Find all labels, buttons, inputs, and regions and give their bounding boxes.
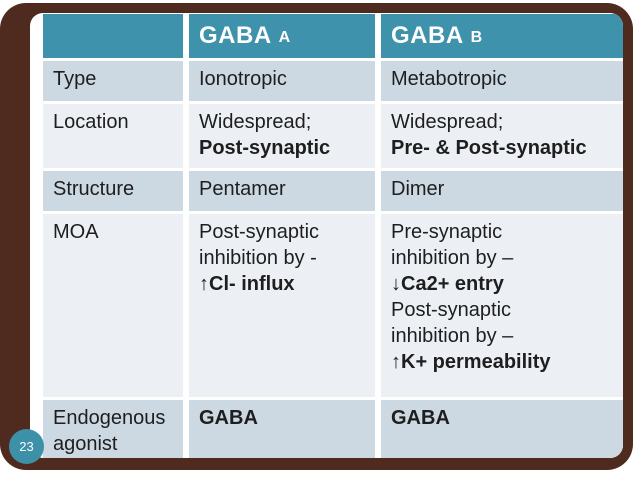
cell-line: GABA — [391, 407, 450, 429]
cell-line: ↓Ca2+ entry — [391, 273, 504, 295]
cell-structure-gaba-a: Pentamer — [189, 171, 375, 211]
cell-line: Pentamer — [199, 178, 286, 200]
cell-line: Widespread; — [199, 111, 312, 133]
header-subscript: B — [470, 28, 483, 46]
cell-line: ↑Cl- influx — [199, 273, 295, 295]
cell-endogenous-gaba-a: GABA — [189, 400, 375, 458]
header-title: GABA — [199, 22, 272, 49]
cell-line: Post-synaptic — [199, 221, 320, 243]
row-label-location: Location — [43, 104, 183, 168]
row-label-endogenous-agonist: Endogenous agonist — [43, 400, 183, 458]
cell-type-gaba-b: Metabotropic — [381, 61, 623, 101]
gaba-comparison-table: GABA A GABA B Type Ionotropic Metabotrop… — [43, 14, 623, 458]
header-cell-empty — [43, 14, 183, 58]
cell-line: Pre- & Post-synaptic — [391, 137, 587, 159]
header-subscript: A — [278, 28, 291, 46]
cell-line: Endogenous agonist — [53, 407, 166, 455]
page-number: 23 — [19, 439, 34, 454]
cell-line: Metabotropic — [391, 68, 507, 90]
cell-line: ↑K+ permeability — [391, 351, 551, 373]
cell-line: inhibition by - — [199, 247, 317, 269]
slide-content-area: GABA A GABA B Type Ionotropic Metabotrop… — [30, 13, 623, 458]
cell-line: Ionotropic — [199, 68, 287, 90]
row-label-type: Type — [43, 61, 183, 101]
cell-moa-gaba-a: Post-synaptic inhibition by - ↑Cl- influ… — [189, 214, 375, 397]
cell-line: Location — [53, 111, 129, 133]
cell-line: MOA — [53, 221, 99, 243]
cell-line: Post-synaptic — [199, 137, 331, 159]
cell-line: Structure — [53, 178, 135, 200]
cell-line: Post-synaptic — [391, 299, 512, 321]
cell-endogenous-gaba-b: GABA — [381, 400, 623, 458]
cell-structure-gaba-b: Dimer — [381, 171, 623, 211]
cell-line: GABA — [199, 407, 258, 429]
row-label-structure: Structure — [43, 171, 183, 211]
page-number-badge: 23 — [9, 429, 44, 464]
cell-type-gaba-a: Ionotropic — [189, 61, 375, 101]
cell-line: inhibition by – — [391, 247, 514, 269]
cell-line: Pre-synaptic — [391, 221, 503, 243]
cell-line: inhibition by – — [391, 325, 514, 347]
cell-line: Dimer — [391, 178, 445, 200]
header-cell-gaba-a: GABA A — [189, 14, 375, 58]
cell-location-gaba-b: Widespread; Pre- & Post-synaptic — [381, 104, 623, 168]
cell-moa-gaba-b: Pre-synaptic inhibition by – ↓Ca2+ entry… — [381, 214, 623, 397]
header-title: GABA — [391, 22, 464, 49]
header-cell-gaba-b: GABA B — [381, 14, 623, 58]
cell-location-gaba-a: Widespread; Post-synaptic — [189, 104, 375, 168]
row-label-moa: MOA — [43, 214, 183, 397]
cell-line: Type — [53, 68, 97, 90]
cell-line: Widespread; — [391, 111, 504, 133]
